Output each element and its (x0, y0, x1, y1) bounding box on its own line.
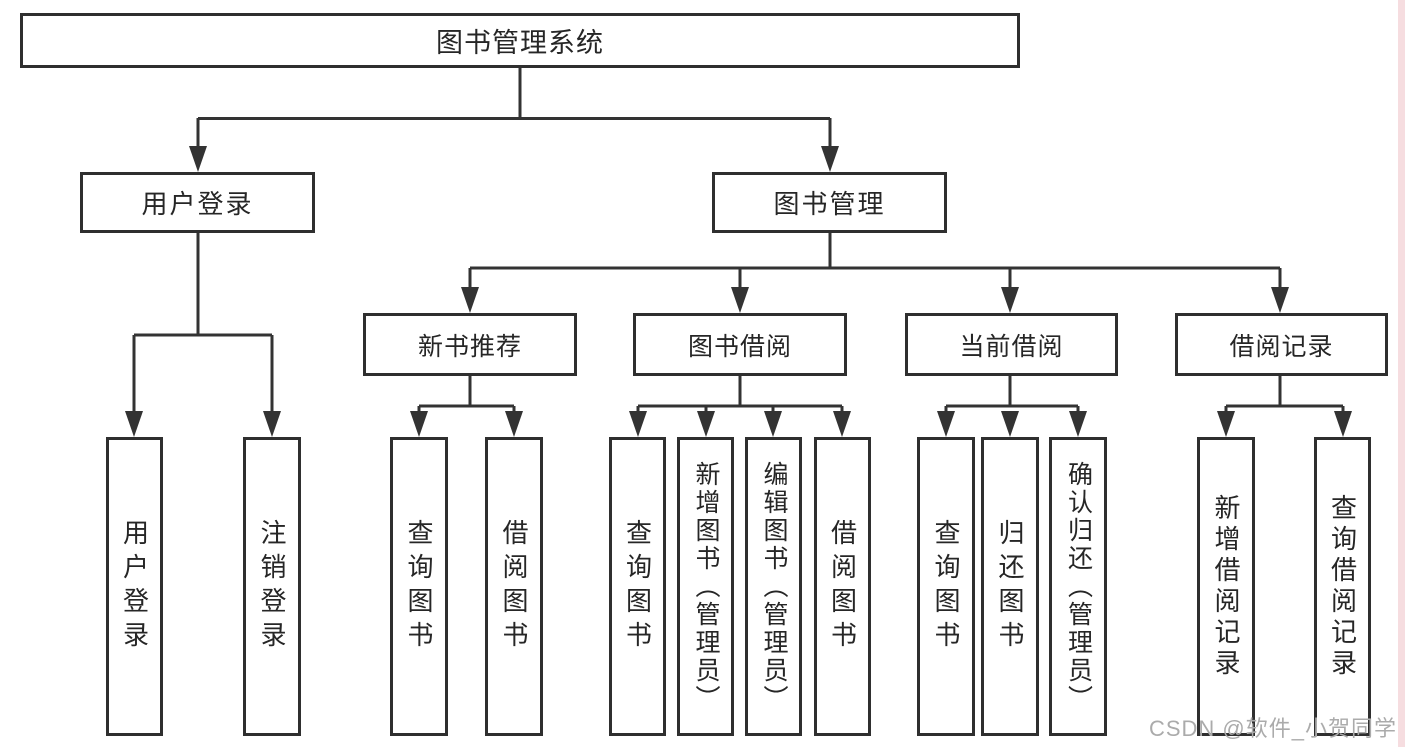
leaf-edit-books-admin-label: 编辑图书（管理员） (760, 460, 788, 713)
leaf-add-books-admin: 新增图书（管理员） (677, 437, 734, 736)
leaf-confirm-return-admin-label: 确认归还（管理员） (1064, 460, 1093, 713)
node-borrow-records: 借阅记录 (1175, 313, 1388, 376)
node-root: 图书管理系统 (20, 13, 1020, 68)
leaf-borrow-books-2-label: 借阅图书 (827, 518, 858, 655)
leaf-query-borrow-record-label: 查询借阅记录 (1327, 493, 1358, 680)
leaf-confirm-return-admin: 确认归还（管理员） (1049, 437, 1107, 736)
leaf-user-login: 用户登录 (106, 437, 163, 736)
leaf-logout-label: 注销登录 (257, 518, 287, 655)
leaf-query-books-3-label: 查询图书 (931, 518, 961, 655)
node-root-label: 图书管理系统 (436, 28, 604, 58)
node-current-borrowing-label: 当前借阅 (959, 332, 1064, 361)
leaf-add-books-admin-label: 新增图书（管理员） (692, 460, 720, 713)
leaf-user-login-label: 用户登录 (119, 518, 150, 655)
leaf-query-books-1-label: 查询图书 (404, 518, 434, 655)
leaf-add-borrow-record: 新增借阅记录 (1197, 437, 1255, 736)
leaf-query-books-3: 查询图书 (917, 437, 975, 736)
node-new-book-recommend-label: 新书推荐 (417, 332, 522, 361)
leaf-query-books-2: 查询图书 (609, 437, 666, 736)
leaf-add-borrow-record-label: 新增借阅记录 (1211, 493, 1241, 680)
leaf-logout: 注销登录 (243, 437, 301, 736)
leaf-return-books: 归还图书 (981, 437, 1039, 736)
leaf-return-books-label: 归还图书 (995, 518, 1025, 655)
leaf-query-books-1: 查询图书 (390, 437, 448, 736)
leaf-borrow-books-2: 借阅图书 (814, 437, 871, 736)
node-book-management-label: 图书管理 (773, 189, 886, 219)
node-borrow-records-label: 借阅记录 (1229, 332, 1334, 361)
node-current-borrowing: 当前借阅 (905, 313, 1118, 376)
node-book-borrowing-label: 图书借阅 (687, 332, 792, 361)
node-book-management: 图书管理 (712, 172, 947, 233)
right-edge-strip (1398, 0, 1405, 747)
node-user-login: 用户登录 (80, 172, 315, 233)
node-new-book-recommend: 新书推荐 (363, 313, 577, 376)
leaf-edit-books-admin: 编辑图书（管理员） (745, 437, 802, 736)
node-user-login-label: 用户登录 (141, 189, 254, 219)
csdn-watermark: CSDN @软件_小贺同学 (1148, 716, 1397, 741)
leaf-query-borrow-record: 查询借阅记录 (1314, 437, 1371, 736)
node-book-borrowing: 图书借阅 (633, 313, 847, 376)
leaf-borrow-books-1-label: 借阅图书 (499, 518, 529, 655)
leaf-query-books-2-label: 查询图书 (622, 518, 653, 655)
leaf-borrow-books-1: 借阅图书 (485, 437, 543, 736)
